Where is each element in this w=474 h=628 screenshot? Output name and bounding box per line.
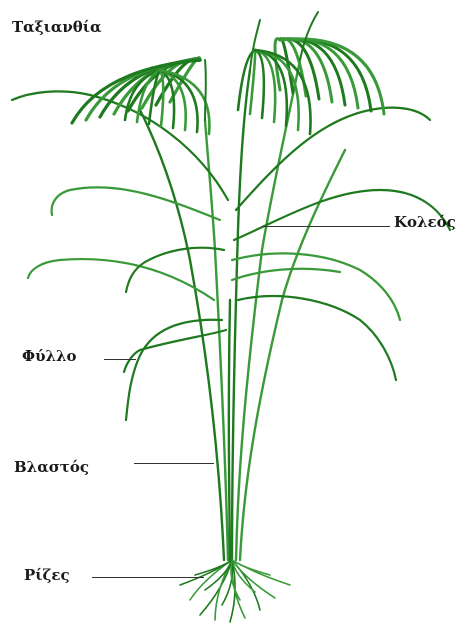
panicle-branch bbox=[255, 50, 264, 118]
plant-panicles bbox=[72, 12, 384, 134]
root-strand bbox=[205, 560, 232, 590]
label-panicle: Ταξιανθία bbox=[12, 18, 102, 36]
leaf-blade bbox=[124, 330, 226, 372]
stem-line bbox=[140, 110, 224, 560]
leader-roots bbox=[92, 577, 204, 578]
leaf-blade bbox=[52, 187, 220, 220]
leader-leaf bbox=[104, 359, 136, 360]
label-sheath: Κολεός bbox=[394, 213, 456, 231]
leader-sheath bbox=[262, 226, 390, 227]
leaf-blade bbox=[28, 259, 214, 300]
leaf-blade bbox=[126, 248, 224, 292]
stem-line bbox=[205, 120, 228, 560]
stem-line bbox=[229, 300, 230, 560]
leaf-blade bbox=[238, 296, 396, 380]
label-leaf: Φύλλο bbox=[22, 347, 77, 365]
stem-line bbox=[240, 150, 345, 560]
plant-roots bbox=[180, 560, 290, 622]
leaf-blade bbox=[232, 269, 340, 280]
label-stem: Βλαστός bbox=[14, 458, 89, 476]
leaf-blade bbox=[236, 108, 430, 210]
panicle-branch bbox=[160, 70, 198, 132]
leader-stem bbox=[134, 463, 214, 464]
panicle-axis bbox=[205, 60, 206, 120]
plant-leaves bbox=[12, 91, 450, 420]
label-roots: Ρίζες bbox=[24, 566, 70, 584]
root-strand bbox=[190, 560, 232, 600]
